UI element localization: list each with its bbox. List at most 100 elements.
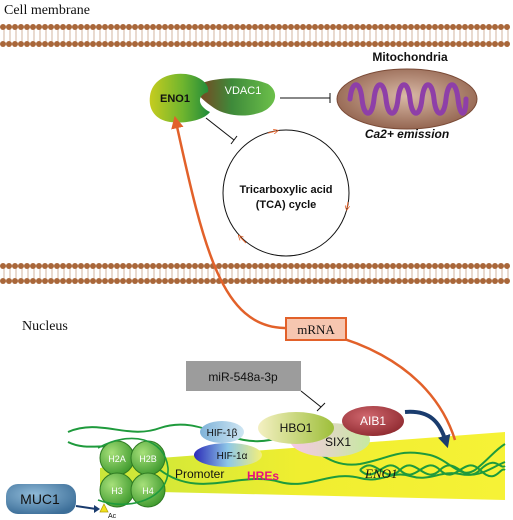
lipid-head [462,41,468,47]
cell-membrane-bilayer [0,24,510,47]
lipid-head [150,278,156,284]
lipid-head [366,278,372,284]
lipid-head [138,263,144,269]
lipid-head [324,263,330,269]
lipid-head [444,41,450,47]
lipid-head [450,24,456,30]
lipid-head [336,24,342,30]
mrna-label: mRNA [297,322,335,337]
lipid-head [462,263,468,269]
lipid-head [402,24,408,30]
lipid-head [0,24,6,30]
lipid-head [198,41,204,47]
lipid-head [504,41,510,47]
lipid-head [228,24,234,30]
aib1 [342,406,404,436]
lipid-head [324,24,330,30]
lipid-head [180,263,186,269]
lipid-head [186,24,192,30]
lipid-head [138,278,144,284]
lipid-head [468,24,474,30]
lipid-head [126,24,132,30]
lipid-head [402,41,408,47]
lipid-head [24,263,30,269]
tca-label-line2: (TCA) cycle [256,199,317,211]
lipid-head [30,24,36,30]
lipid-head [294,278,300,284]
lipid-head [348,278,354,284]
lipid-head [126,41,132,47]
lipid-head [204,41,210,47]
lipid-head [372,24,378,30]
lipid-head [222,41,228,47]
lipid-head [120,24,126,30]
eno1-tca-inhibition [205,117,238,145]
lipid-head-row [0,278,510,284]
lipid-head [30,263,36,269]
lipid-head [492,24,498,30]
lipid-head [156,41,162,47]
lipid-head [126,278,132,284]
lipid-head [360,24,366,30]
vdac1-protein [196,78,276,116]
lipid-head [348,24,354,30]
lipid-head [156,263,162,269]
lipid-head [150,24,156,30]
lipid-head-row [0,263,510,269]
lipid-head [438,41,444,47]
lipid-head [396,263,402,269]
lipid-head [480,24,486,30]
lipid-head [258,263,264,269]
histone-h4-label: H4 [142,486,154,496]
lipid-head [498,41,504,47]
lipid-head [426,263,432,269]
lipid-head [252,263,258,269]
lipid-head [486,41,492,47]
lipid-head [474,278,480,284]
lipid-head [42,24,48,30]
lipid-head [228,263,234,269]
histone-h3-label: H3 [111,486,123,496]
lipid-head [216,41,222,47]
lipid-head [84,41,90,47]
lipid-head [18,263,24,269]
lipid-head [396,24,402,30]
lipid-head [114,24,120,30]
lipid-head [312,263,318,269]
lipid-head [480,41,486,47]
lipid-head [408,263,414,269]
lipid-head [216,24,222,30]
hres-label: HREs [247,469,279,483]
lipid-head [114,263,120,269]
lipid-head [6,278,12,284]
lipid-head [324,41,330,47]
lipid-head [432,24,438,30]
tca-cycle [222,130,349,257]
lipid-head [438,24,444,30]
lipid-head [84,278,90,284]
acetyl-mark [99,503,109,513]
lipid-head [48,263,54,269]
lipid-head [330,278,336,284]
lipid-head [144,263,150,269]
lipid-head [36,24,42,30]
lipid-head [174,24,180,30]
lipid-head [90,24,96,30]
lipid-head [390,24,396,30]
lipid-head [144,41,150,47]
lipid-head [432,278,438,284]
lipid-head [432,263,438,269]
lipid-head [390,263,396,269]
lipid-head [168,278,174,284]
lipid-head [276,278,282,284]
aib1-activation-arrow [404,409,451,449]
lipid-head [288,24,294,30]
mrna-box [285,317,347,341]
lipid-head [306,263,312,269]
mitochondria-label: Mitochondria [372,50,448,64]
lipid-head [156,278,162,284]
lipid-head [228,41,234,47]
lipid-head [402,278,408,284]
lipid-head [240,24,246,30]
